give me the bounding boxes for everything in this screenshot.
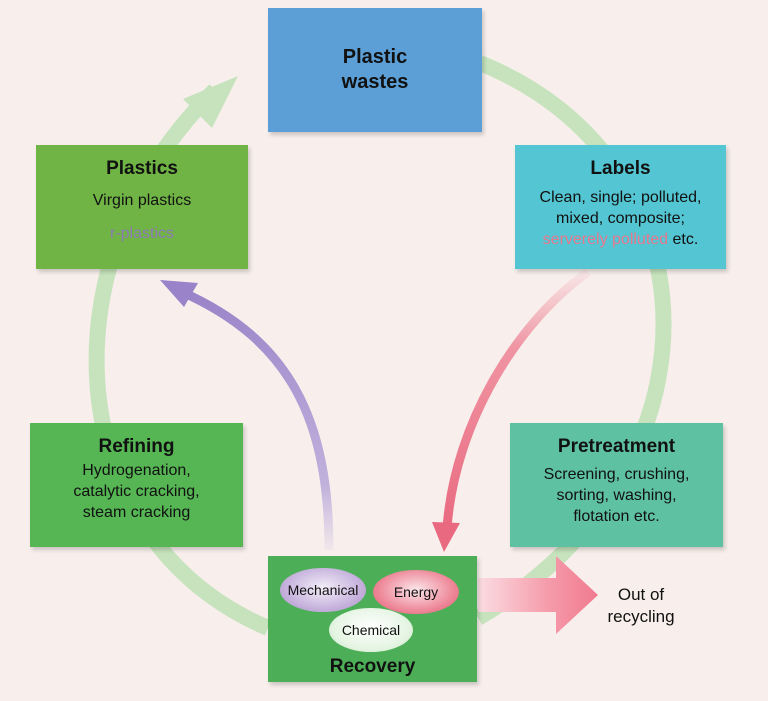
pretreatment-line1: Screening, crushing, bbox=[543, 466, 690, 483]
plastics-title: Plastics bbox=[106, 158, 178, 179]
out-of-recycling-line2: recycling bbox=[607, 607, 675, 626]
pretreatment-line2: sorting, washing, bbox=[556, 487, 677, 504]
recovery-title: Recovery bbox=[329, 656, 416, 677]
recovery-to-plastics-arrowhead bbox=[160, 280, 198, 307]
energy-recovery-ellipse: Energy bbox=[373, 570, 459, 614]
labels-to-recovery-arrow bbox=[442, 268, 591, 529]
chemical-recovery-ellipse: Chemical bbox=[329, 608, 413, 652]
pretreatment-title: Pretreatment bbox=[557, 436, 676, 457]
plastics-node: Plastics Virgin plastics r-plastics bbox=[36, 145, 248, 269]
refining-node: Refining Hydrogenation, catalytic cracki… bbox=[30, 423, 243, 547]
out-of-recycling-label: Out of recycling bbox=[586, 584, 696, 628]
mechanical-recovery-ellipse: Mechanical bbox=[280, 568, 366, 612]
cycle-arrowhead bbox=[183, 76, 238, 128]
pretreatment-line3: flotation etc. bbox=[573, 508, 660, 525]
refining-title: Refining bbox=[98, 436, 175, 457]
refining-line3: steam cracking bbox=[82, 504, 191, 521]
out-of-recycling-arrow bbox=[478, 556, 598, 634]
pretreatment-node: Pretreatment Screening, crushing, sortin… bbox=[510, 423, 723, 547]
labels-line2: mixed, composite; bbox=[556, 210, 685, 227]
refining-line1: Hydrogenation, bbox=[82, 462, 191, 479]
labels-severely-polluted-text: serverely polluted bbox=[542, 231, 669, 248]
labels-etc-text: etc. bbox=[668, 231, 699, 248]
refining-line2: catalytic cracking, bbox=[73, 483, 200, 500]
recovery-to-plastics-arrow bbox=[180, 287, 334, 551]
plastics-virgin-text: Virgin plastics bbox=[92, 192, 192, 209]
labels-title: Labels bbox=[590, 158, 651, 179]
labels-line1: Clean, single; polluted, bbox=[539, 189, 702, 206]
plastics-recycled-text: r-plastics bbox=[109, 225, 174, 242]
plastic-wastes-title-line1: Plastic bbox=[342, 46, 408, 68]
labels-to-recovery-arrowhead bbox=[432, 522, 460, 552]
plastic-wastes-title-line2: wastes bbox=[341, 71, 409, 93]
labels-node: Labels Clean, single; polluted, mixed, c… bbox=[515, 145, 726, 269]
plastic-wastes-node: Plastic wastes bbox=[268, 8, 482, 132]
out-of-recycling-line1: Out of bbox=[617, 585, 665, 604]
labels-line3: serverely polluted etc. bbox=[543, 229, 699, 250]
